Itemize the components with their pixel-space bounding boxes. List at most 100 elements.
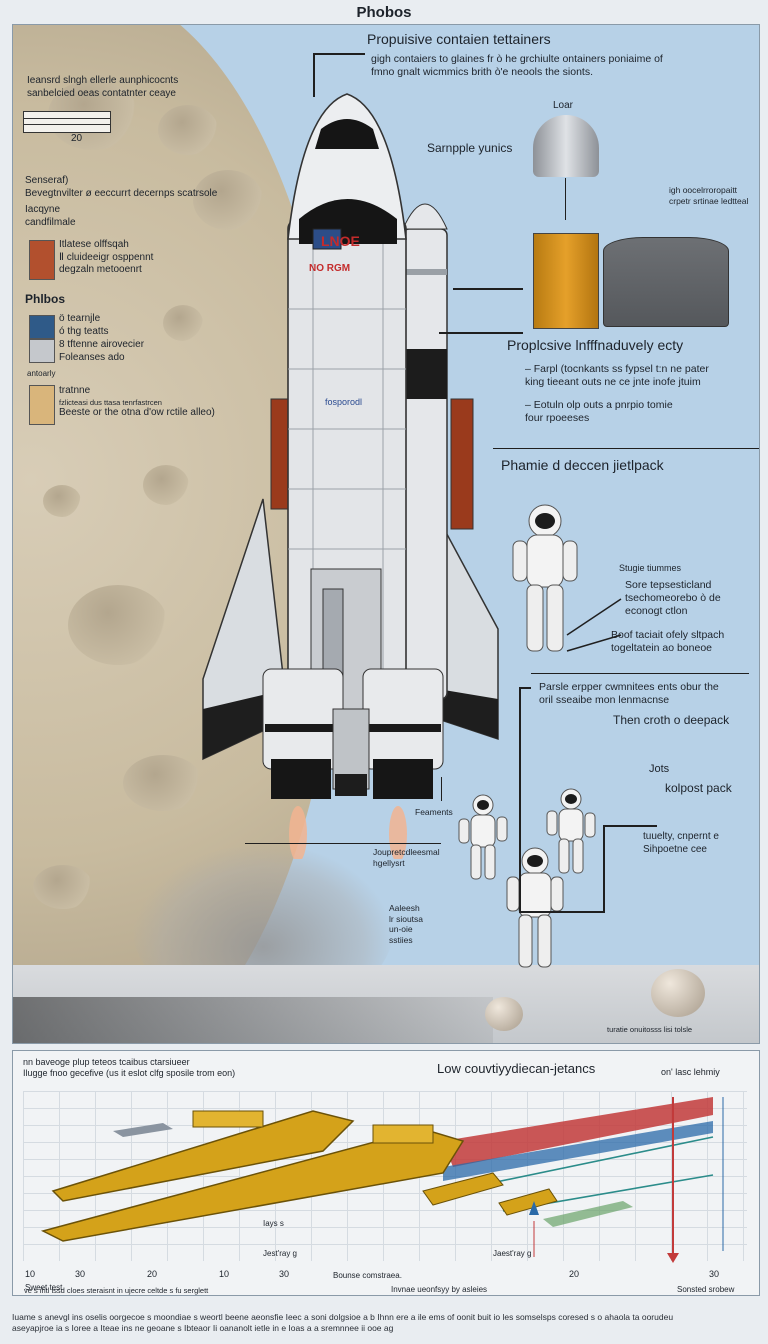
right-booster-nose — [402, 203, 448, 230]
engine-cluster — [262, 668, 444, 799]
x-left-sub: ve s ihtl lssd cloes steraisnt in ujecre… — [24, 1286, 209, 1295]
panel-line: Parsle erpper cwmnitees ents obur the — [539, 681, 719, 693]
image-credit: turatie onuitosss lisi tolsle — [607, 1025, 693, 1034]
mid-label: Jaest'ray g — [493, 1249, 532, 1258]
single-line: Sore tepsesticland — [625, 579, 712, 591]
leader-line — [519, 687, 531, 689]
legend-intro: Ieansrd slngh ellerle aunphicocnts sanbe… — [27, 75, 178, 100]
main-illustration-panel: LNOE NO RGM fosporodl Ieansrd slngh elle… — [12, 24, 760, 1044]
cure-line: Sihpoetne cee — [643, 843, 707, 855]
leader-line — [313, 53, 315, 97]
sample-label: Sarnpple yunics — [427, 141, 513, 155]
booster-band — [403, 269, 447, 275]
legend-swatch2-text: ö tearnjle ó thg teatts — [59, 313, 108, 338]
bullet-line: – Eotuln olp outs a pnrpio tomie — [525, 399, 673, 412]
right-booster — [402, 228, 448, 700]
leader-line — [565, 178, 566, 220]
panel-line: oril sseaibe mon lenmacnse — [539, 694, 670, 707]
single-line: econogt ctlon — [625, 605, 688, 618]
gray-streak — [113, 1123, 173, 1137]
bullet-line: – Farpl (tocnkants ss fypsel t:n ne pate… — [525, 363, 709, 375]
x-tick: 20 — [147, 1269, 158, 1279]
astronaut-figure — [506, 847, 564, 968]
single-text: Sore tepsesticland tsechomeorebo ò de ec… — [625, 579, 721, 618]
legend-swatch-tan — [29, 385, 55, 425]
boulder — [651, 969, 705, 1017]
gear-line: lr sioutsa — [389, 913, 424, 924]
legend-line: Itlatese olffsqah — [59, 239, 129, 250]
jots-label: Jots — [649, 763, 670, 775]
chart-note-line: Ilugge fnoo gecefive (us it eslot clfg s… — [23, 1068, 236, 1079]
high-label: igh oocelrroropaitt crpetr srtinae ledtt… — [669, 185, 748, 206]
boof-line: togeltatein ao boneoe — [611, 642, 713, 655]
legend-line: tratnne — [59, 385, 91, 396]
marker-arrow-icon — [667, 1253, 679, 1263]
leader-line — [603, 825, 605, 913]
jetpack-trajectory-illustration — [40, 1097, 724, 1263]
x-right-label: Sonsted srobew — [677, 1285, 735, 1294]
legend-line: degzaln metooenrt — [59, 264, 142, 275]
fuel-tank-gold — [533, 233, 599, 329]
crater — [68, 585, 168, 665]
boulder — [485, 997, 523, 1031]
leader-line — [439, 332, 523, 334]
footer-notes: Iuame s anevgl ins oselis oorgecoe s moo… — [12, 1312, 758, 1335]
leader-line — [453, 288, 523, 290]
leader-line — [245, 843, 441, 844]
legend-line: ö tearnjle — [59, 313, 101, 324]
chart-title: Low couvtiyydiecan-jetancs — [437, 1061, 596, 1076]
propulsive-heading: Proplcsive lnfffnaduvely ecty — [507, 337, 684, 353]
kolpost-label: kolpost pack — [665, 781, 732, 795]
red-trajectory-band — [443, 1097, 713, 1167]
footer-line: Iuame s anevgl ins oselis oorgecoe s moo… — [12, 1312, 674, 1322]
nose-tip-band — [315, 119, 379, 149]
thrust-line: hgellysrt — [373, 857, 405, 868]
legend-section-line: candfilmale — [25, 216, 76, 228]
x-tick: 10 — [25, 1269, 36, 1279]
leader-line — [603, 825, 657, 827]
scale-bar — [23, 111, 111, 133]
crater — [193, 170, 263, 230]
x-tick: 30 — [75, 1269, 86, 1279]
mid-label: Iays s — [263, 1219, 284, 1228]
scale-label: 20 — [71, 133, 83, 144]
x-left-labels: Sweet test — [25, 1283, 325, 1293]
legend-line: Ⅱ cluideeigr osppennt — [59, 251, 154, 263]
tank-label: Loar — [553, 100, 574, 111]
gold-pod — [422, 1172, 504, 1206]
mid-label: Jest'ray g — [263, 1249, 297, 1258]
leader-line — [519, 687, 521, 913]
astronaut-figure — [458, 794, 508, 880]
callout-line: gigh contaiers to glaines fr ò he grchiu… — [371, 53, 663, 65]
dome-tank — [533, 115, 599, 177]
blue-trajectory-band — [443, 1121, 713, 1181]
legend-note: antoarly — [27, 369, 56, 378]
legend-intro-line: Ieansrd slngh ellerle aunphicocnts — [27, 75, 179, 86]
legend-line: ó thg teatts — [59, 325, 109, 337]
crater — [33, 865, 93, 909]
leader-line — [441, 777, 442, 801]
high-label-line: crpetr srtinae ledtteal — [669, 195, 749, 206]
legend-swatch-blue — [29, 315, 55, 339]
leader-line — [313, 53, 365, 55]
leader-line — [519, 911, 605, 913]
chart-top-left: nn baveoge plup teteos tcaibus ctarsiuee… — [23, 1057, 235, 1080]
gold-pod — [498, 1188, 558, 1216]
fuel-tank-gray — [603, 237, 729, 327]
nose-cone — [287, 93, 407, 240]
legend-intro-line: sanbelcied oeas contatnter ceaye — [27, 87, 176, 99]
high-label-line: igh oocelrroropaitt — [669, 185, 738, 195]
chart-note-line: nn baveoge plup teteos tcaibus ctarsiuee… — [23, 1057, 190, 1067]
legend-section-line: Iacqyne — [25, 204, 61, 215]
legend-swatch-rust — [29, 240, 55, 280]
x-tick: 30 — [709, 1269, 720, 1279]
crater — [163, 305, 203, 341]
callout-body: gigh contaiers to glaines fr ò he grchiu… — [371, 53, 663, 79]
cure-line: tuuelty, cnpernt e — [643, 831, 719, 842]
x-tick: 20 — [569, 1269, 580, 1279]
right-red-panel — [450, 398, 474, 530]
bullet-line: king tieeant outs ne ce jnte inofe jtuim — [525, 376, 701, 389]
cure-text: tuuelty, cnpernt e Sihpoetne cee — [643, 831, 719, 856]
rocket-illustration — [202, 93, 499, 859]
crater — [143, 465, 189, 505]
